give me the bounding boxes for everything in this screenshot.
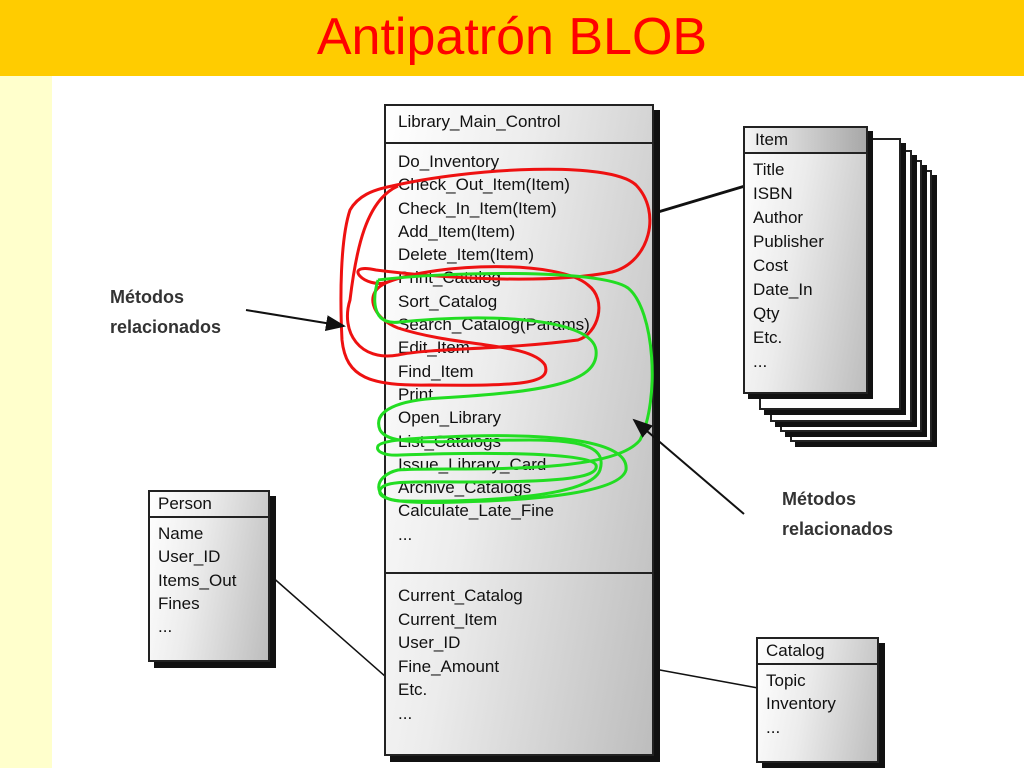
green-loop-lower	[376, 434, 628, 504]
method-item: Check_In_Item(Item)	[398, 198, 557, 218]
attribute-item: Title	[753, 160, 785, 179]
item-class-name: Item	[745, 128, 866, 154]
attribute-item: Fines	[158, 593, 200, 613]
right-annotation: Métodos relacionados	[782, 484, 893, 544]
attribute-item: ...	[766, 717, 781, 737]
green-loop	[373, 271, 654, 503]
catalog-class-name: Catalog	[758, 639, 877, 665]
attribute-item: Items_Out	[158, 570, 237, 590]
method-item: Open_Library	[398, 408, 502, 428]
catalog-connector	[637, 665, 759, 689]
attribute-item: Author	[753, 208, 804, 227]
red-loop	[339, 167, 652, 387]
attribute-item: Date_In	[753, 280, 813, 299]
attribute-item: Publisher	[753, 232, 824, 251]
attribute-item: ...	[753, 352, 768, 371]
method-item: Calculate_Late_Fine	[398, 501, 554, 521]
method-item: Do_Inventory	[398, 152, 500, 171]
attribute-item: Fine_Amount	[398, 656, 500, 676]
right-annotation-line1: Métodos	[782, 489, 856, 509]
method-item: Check_Out_Item(Item)	[398, 175, 570, 195]
method-item: Delete_Item(Item)	[398, 245, 535, 265]
slide-title: Antipatrón BLOB	[316, 8, 708, 66]
left-band	[0, 76, 52, 768]
attribute-item: Name	[158, 524, 204, 543]
method-item: Add_Item(Item)	[398, 221, 516, 241]
attribute-item: User_ID	[398, 633, 461, 652]
right-annotation-line2: relacionados	[782, 519, 894, 539]
person-class-name: Person	[150, 492, 268, 518]
right-arrow	[632, 418, 745, 515]
person-connector	[269, 574, 387, 678]
attribute-item: Current_Item	[398, 609, 498, 629]
method-item: ...	[398, 524, 413, 544]
left-arrow	[245, 309, 346, 331]
attribute-item: Topic	[766, 671, 806, 690]
attribute-item: ...	[158, 617, 173, 637]
attribute-item: Current_Catalog	[398, 586, 523, 605]
left-annotation-line2: relacionados	[110, 317, 222, 337]
slide-header: Antipatrón BLOB	[0, 0, 1024, 76]
attribute-item: Qty	[753, 304, 780, 323]
main-class-name: Library_Main_Control	[386, 106, 652, 144]
left-annotation: Métodos relacionados	[110, 282, 221, 342]
attribute-item: Cost	[753, 256, 788, 275]
item-connector	[657, 184, 746, 214]
method-item: Sort_Catalog	[398, 291, 498, 311]
attribute-item: Inventory	[766, 694, 836, 714]
attribute-item: ...	[398, 703, 413, 723]
left-annotation-line1: Métodos	[110, 287, 184, 307]
method-item: Find_Item	[398, 361, 474, 381]
attribute-item: ISBN	[753, 184, 793, 203]
attribute-item: User_ID	[158, 547, 221, 567]
attribute-item: Etc.	[398, 680, 428, 699]
attribute-item: Etc.	[753, 328, 783, 347]
